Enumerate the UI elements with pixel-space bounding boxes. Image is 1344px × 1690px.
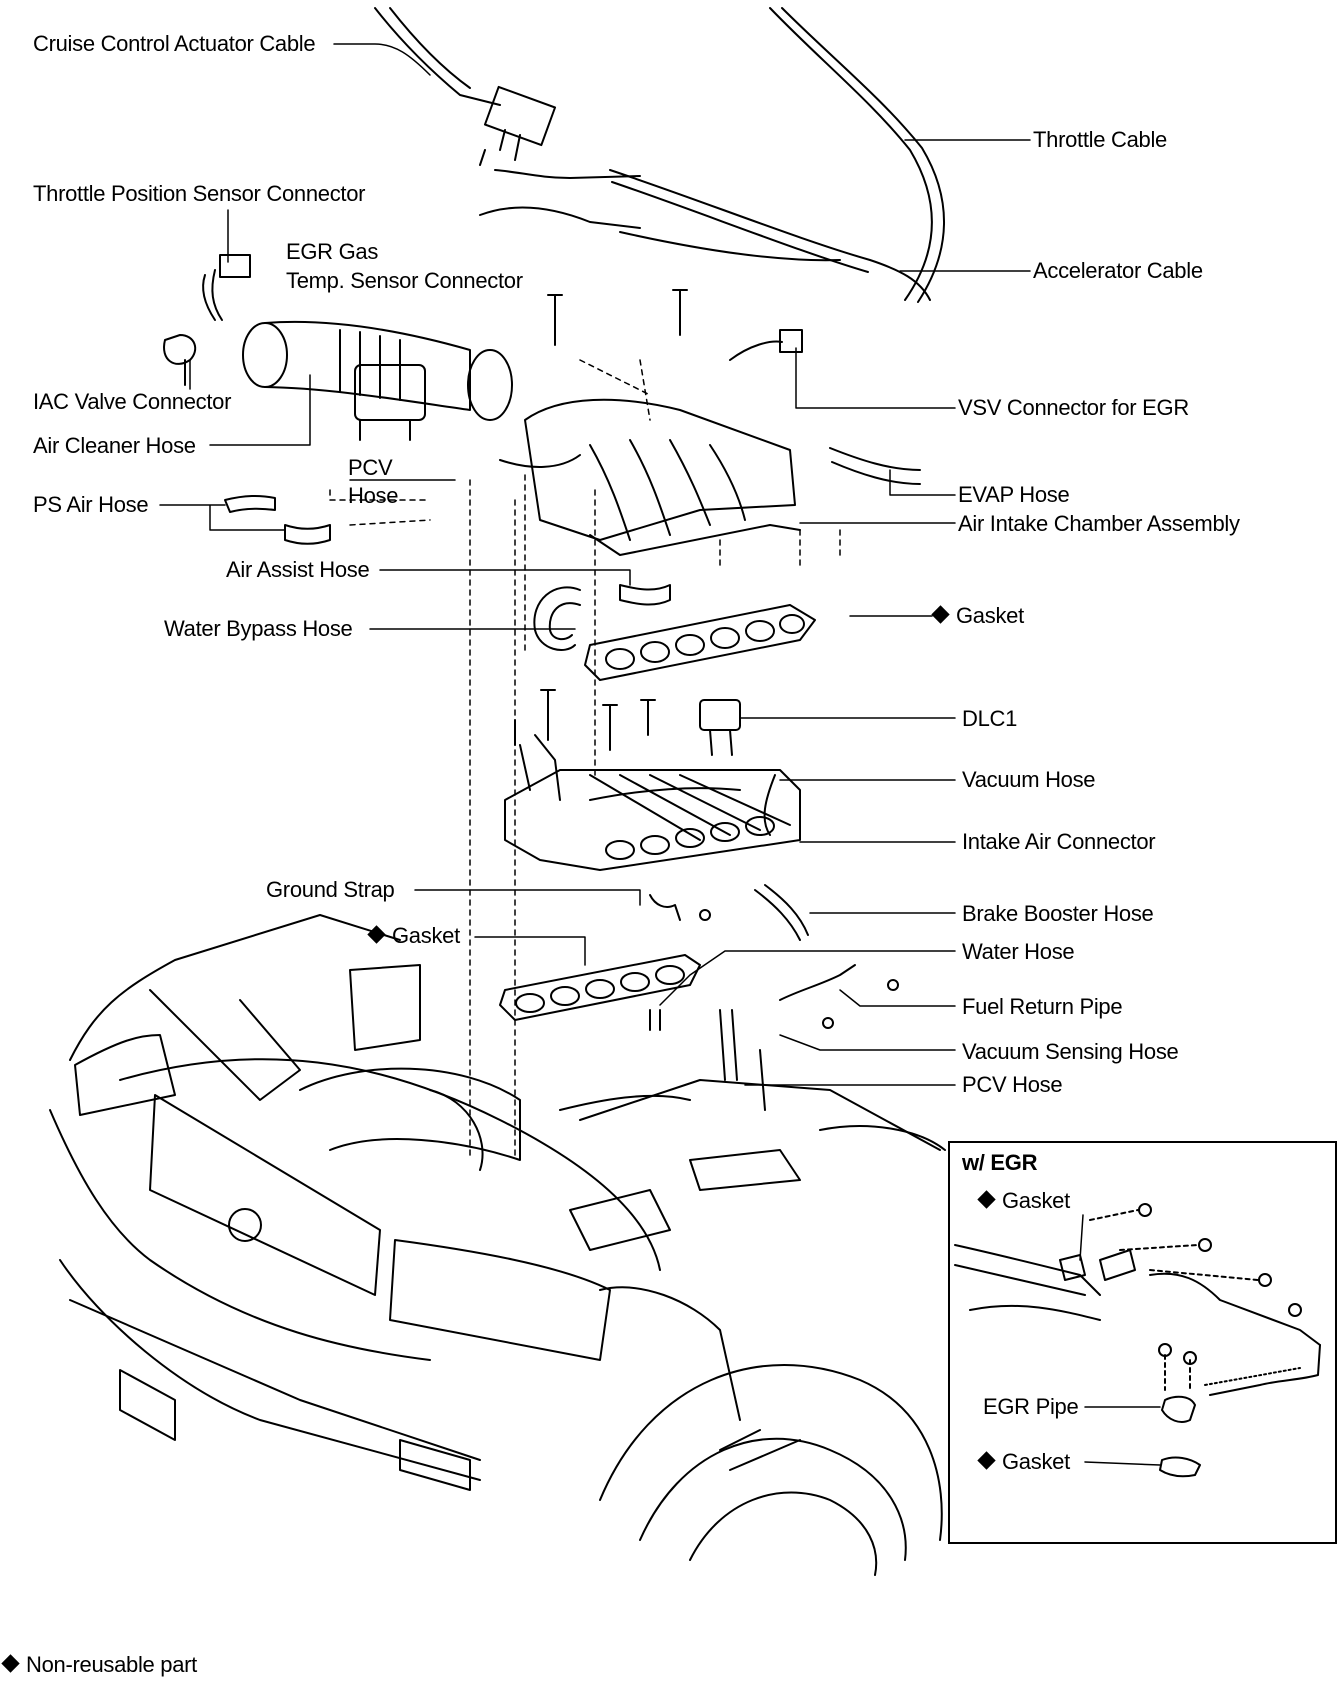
evap-hose-part bbox=[829, 447, 921, 485]
label-pcv-upper-1: PCV bbox=[348, 455, 393, 480]
throttle-cable-line bbox=[769, 7, 945, 303]
inset-gasket-bottom-text: Gasket bbox=[1002, 1449, 1070, 1474]
leader-lines bbox=[159, 43, 1161, 1466]
legend: Non-reusable part bbox=[1, 1652, 197, 1678]
front-wheel bbox=[599, 1364, 943, 1576]
label-air-cleaner-hose: Air Cleaner Hose bbox=[33, 433, 196, 458]
small-hoses bbox=[224, 494, 671, 651]
inset-label-gasket-bottom: Gasket bbox=[977, 1449, 1070, 1475]
non-reusable-marker-icon bbox=[1, 1654, 20, 1673]
label-water-hose: Water Hose bbox=[962, 939, 1075, 964]
intake-air-connector-part bbox=[504, 734, 801, 871]
label-vacuum-sensing-hose: Vacuum Sensing Hose bbox=[962, 1039, 1179, 1064]
pcv-hose-lower-part bbox=[719, 1009, 766, 1111]
label-pcv-upper-2: Hose bbox=[348, 483, 399, 508]
label-egr-gas: EGR Gas bbox=[286, 239, 379, 264]
label-air-assist-hose: Air Assist Hose bbox=[226, 557, 370, 582]
inset-title: w/ EGR bbox=[962, 1150, 1038, 1175]
non-reusable-marker-icon bbox=[931, 605, 950, 624]
label-pcv-hose-lower: PCV Hose bbox=[962, 1072, 1063, 1097]
label-accelerator-cable: Accelerator Cable bbox=[1033, 258, 1203, 283]
inset-gasket-top-text: Gasket bbox=[1002, 1188, 1070, 1213]
label-air-intake-chamber-assembly: Air Intake Chamber Assembly bbox=[958, 511, 1240, 536]
non-reusable-marker-icon bbox=[977, 1190, 996, 1209]
label-vsv-connector-for-egr: VSV Connector for EGR bbox=[958, 395, 1189, 420]
brake-booster-hose-part bbox=[754, 884, 809, 941]
throttle-body-part bbox=[354, 364, 426, 441]
fuel-return-pipe-part bbox=[779, 964, 899, 1029]
lower-gasket-part bbox=[499, 954, 701, 1021]
label-ps-air-hose: PS Air Hose bbox=[33, 492, 149, 517]
inset-label-gasket-top: Gasket bbox=[977, 1188, 1070, 1214]
bolts-middle bbox=[514, 689, 656, 751]
cruise-control-cable bbox=[374, 7, 641, 229]
tps-connector-part bbox=[202, 254, 251, 321]
label-gasket-lower: Gasket bbox=[367, 923, 460, 949]
label-fuel-return-pipe: Fuel Return Pipe bbox=[962, 994, 1123, 1019]
air-cleaner-hose-part bbox=[242, 320, 513, 421]
label-throttle-position-sensor-connector: Throttle Position Sensor Connector bbox=[33, 181, 366, 206]
air-intake-chamber-part bbox=[499, 398, 801, 556]
label-dlc1: DLC1 bbox=[962, 706, 1018, 731]
label-vacuum-hose: Vacuum Hose bbox=[962, 767, 1096, 792]
accelerator-cable-line bbox=[609, 169, 931, 301]
non-reusable-marker-icon bbox=[367, 925, 386, 944]
dlc1-part bbox=[699, 699, 741, 756]
label-iac-valve-connector: IAC Valve Connector bbox=[33, 389, 232, 414]
vehicle-outline bbox=[49, 914, 946, 1491]
legend-text: Non-reusable part bbox=[26, 1652, 197, 1677]
bolts-top bbox=[547, 289, 688, 346]
label-brake-booster-hose: Brake Booster Hose bbox=[962, 901, 1154, 926]
alignment-lines bbox=[329, 359, 841, 1161]
gasket-upper-text: Gasket bbox=[956, 603, 1024, 628]
gasket-lower-text: Gasket bbox=[392, 923, 460, 948]
non-reusable-marker-icon bbox=[977, 1451, 996, 1470]
upper-gasket-part bbox=[584, 604, 816, 681]
label-water-bypass-hose: Water Bypass Hose bbox=[164, 616, 353, 641]
label-egr-temp-sensor-connector: Temp. Sensor Connector bbox=[286, 268, 523, 293]
water-hose-part bbox=[649, 1009, 661, 1031]
label-throttle-cable: Throttle Cable bbox=[1033, 127, 1167, 152]
label-gasket-upper: Gasket bbox=[931, 603, 1024, 629]
label-cruise-control-actuator-cable: Cruise Control Actuator Cable bbox=[33, 31, 316, 56]
vacuum-hose-part bbox=[589, 774, 776, 836]
label-ground-strap: Ground Strap bbox=[266, 877, 395, 902]
ground-strap-part bbox=[649, 894, 711, 921]
inset-label-egr-pipe: EGR Pipe bbox=[983, 1394, 1079, 1419]
label-intake-air-connector: Intake Air Connector bbox=[962, 829, 1156, 854]
label-evap-hose: EVAP Hose bbox=[958, 482, 1070, 507]
egr-inset-box bbox=[948, 1141, 1337, 1544]
vsv-connector-part bbox=[729, 329, 803, 361]
egr-inset-parts bbox=[954, 1203, 1321, 1478]
